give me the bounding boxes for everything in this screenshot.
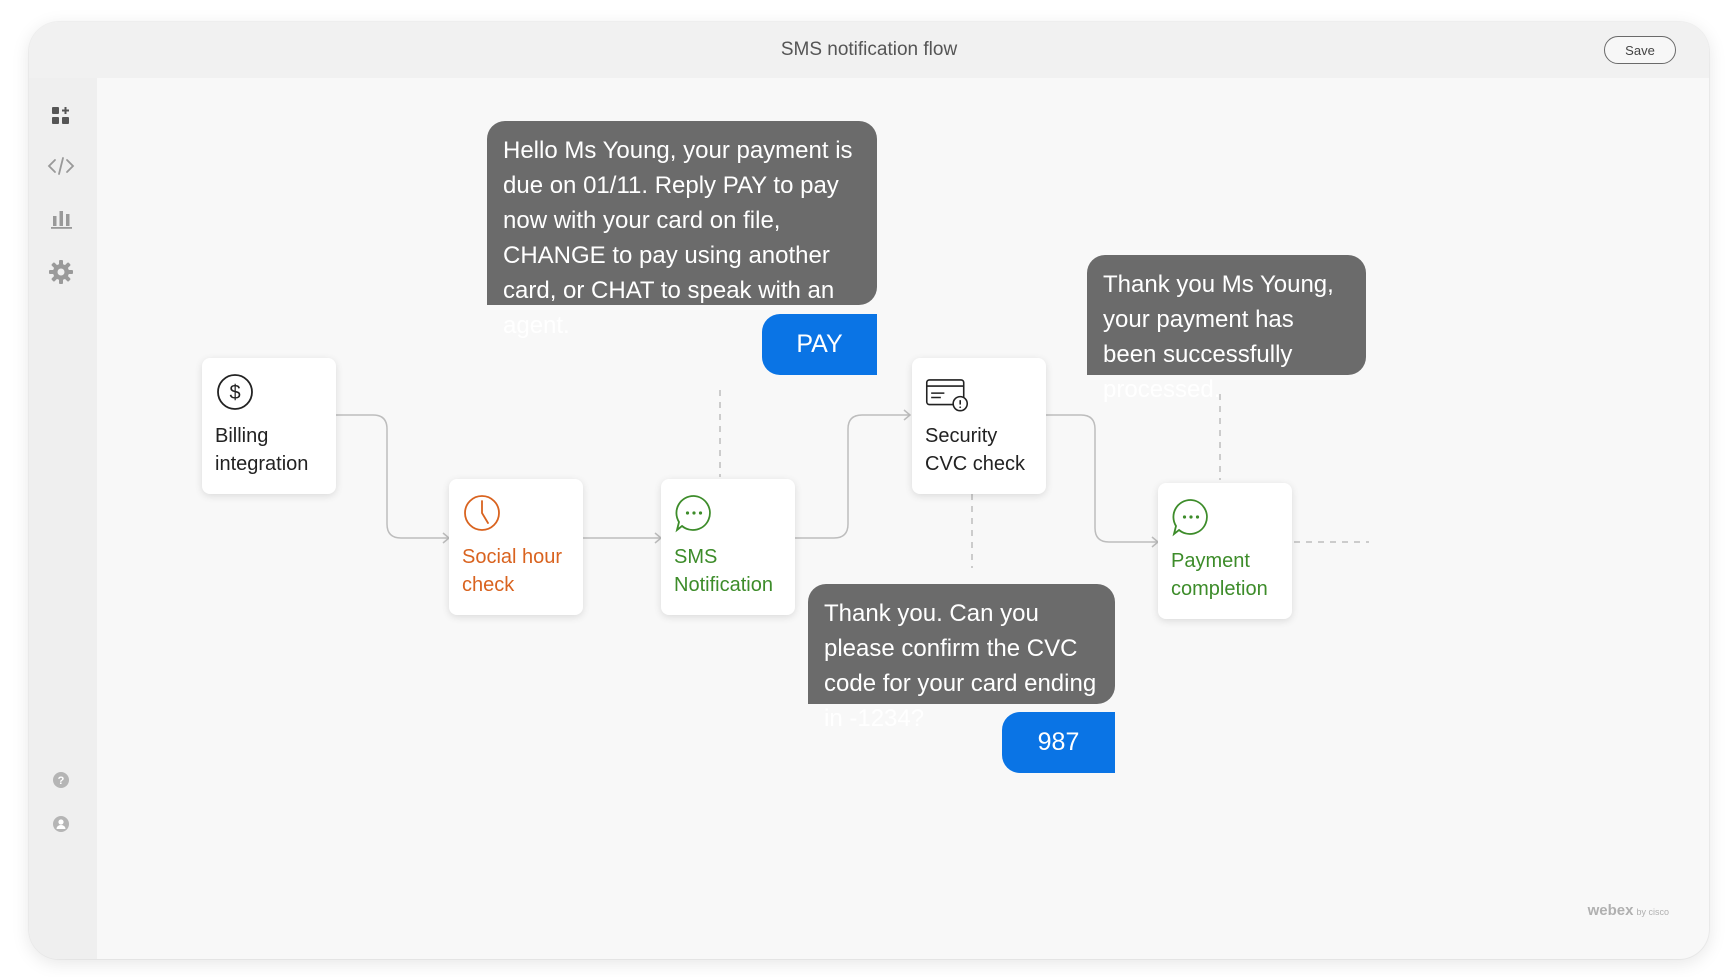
node-label: Payment completion xyxy=(1171,550,1268,600)
svg-text:?: ? xyxy=(58,775,65,787)
message-bubble-thank-you: Thank you Ms Young, your payment has bee… xyxy=(1087,255,1366,403)
clock-icon xyxy=(464,495,500,531)
message-bubble-reminder: Hello Ms Young, your payment is due on 0… xyxy=(487,121,877,339)
node-sms-notification[interactable]: SMS Notification xyxy=(661,479,795,615)
node-social-hour-check[interactable]: Social hour check xyxy=(449,479,583,615)
brand-suffix: by cisco xyxy=(1636,907,1669,917)
bar-chart-icon[interactable] xyxy=(45,202,77,234)
node-label: Billing integration xyxy=(215,425,309,475)
connector-lines xyxy=(325,390,1369,568)
help-icon[interactable]: ? xyxy=(45,764,77,796)
card-alert-icon xyxy=(925,379,969,412)
window-title: SMS notification flow xyxy=(780,39,958,60)
app-window: SMS notification flow Save xyxy=(29,22,1709,959)
node-label: Social hour check xyxy=(462,546,563,596)
chat-bubble-icon xyxy=(675,495,711,533)
add-widget-icon[interactable] xyxy=(45,100,77,132)
code-icon[interactable] xyxy=(45,150,77,182)
title-bar: SMS notification flow Save xyxy=(29,22,1709,78)
flow-canvas: $ Billing integration Social hour check … xyxy=(97,78,1709,959)
node-security-cvc-check[interactable]: Security CVC check xyxy=(912,358,1046,494)
reply-bubble-cvc: 987 xyxy=(1002,712,1115,773)
gear-icon[interactable] xyxy=(45,256,77,288)
node-label: SMS Notification xyxy=(674,546,773,596)
svg-text:$: $ xyxy=(229,382,240,404)
dollar-icon: $ xyxy=(217,374,253,410)
chat-bubble-icon xyxy=(1172,499,1208,537)
reply-bubble-pay: PAY xyxy=(762,314,877,375)
node-billing-integration[interactable]: $ Billing integration xyxy=(202,358,336,494)
brand-name: webex xyxy=(1587,902,1634,919)
message-bubble-confirm-cvc: Thank you. Can you please confirm the CV… xyxy=(808,584,1115,732)
node-payment-completion[interactable]: Payment completion xyxy=(1158,483,1292,619)
save-button[interactable]: Save xyxy=(1604,36,1676,64)
sidebar: ? xyxy=(29,78,97,959)
user-icon[interactable] xyxy=(45,808,77,840)
node-label: Security CVC check xyxy=(925,425,1026,475)
